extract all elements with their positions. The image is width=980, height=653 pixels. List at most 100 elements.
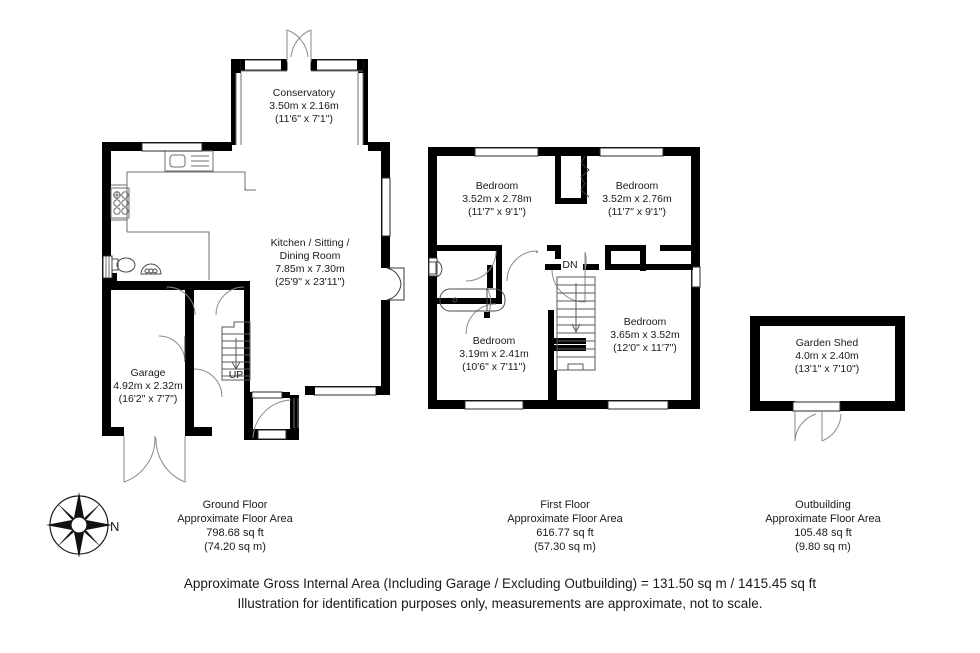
conservatory-wall-left: [231, 59, 236, 145]
ff-window-bottom-right: [607, 400, 669, 410]
ground-floor-windows: [141, 142, 391, 237]
compass-point-north: [74, 492, 84, 524]
ground-floor-internal-walls: [102, 255, 290, 399]
gf-pier-bottom-b: [376, 386, 390, 395]
first-floor-staircase: DN: [556, 259, 596, 371]
gf-pier-bottom-a: [305, 386, 315, 395]
compass-point-sw: [57, 529, 75, 547]
ff-stair-body: [556, 276, 596, 371]
bedroom1-dims-imperial: (11'7" x 9'1"): [468, 206, 526, 218]
bedroom2-dims-imperial: (11'7" x 9'1"): [608, 206, 666, 218]
ff-door-bed1-arc: [506, 250, 538, 282]
wc-basin-tap-1: [144, 268, 150, 274]
footer-disclaimer: Approximate Gross Internal Area (Includi…: [184, 576, 816, 611]
gf-wc-wall-stub: [111, 273, 117, 287]
kitchen-sink-bowl: [169, 154, 186, 168]
kitchen-fixtures: [110, 150, 256, 280]
compass-point-west: [46, 520, 78, 530]
gf-french-door-leaf-top: [386, 267, 402, 285]
gf-entry-door-arc: [252, 399, 292, 439]
gf-window-right-1: [381, 177, 391, 237]
ff-internal-wall-top-divider: [555, 156, 561, 204]
ff-wall-right-bed-stub-1: [605, 251, 611, 267]
ff-wardrobe-zigzag-2: [580, 182, 590, 198]
ff-wall-right-bed-side-2: [583, 264, 599, 270]
ff-window-top-right: [599, 147, 664, 157]
kitchen-dims-imperial: (25'9" x 23'11"): [275, 276, 345, 288]
stair-dn-label: DN: [562, 259, 577, 271]
shed-window-bottom: [792, 401, 841, 412]
ff-window-top-left: [474, 147, 539, 157]
shed-wall-top: [750, 316, 905, 326]
first-floor-plan: DN Bedroom 3.52m x 2.78m (11'7" x 9'1") …: [428, 147, 701, 410]
conservatory-pier-d: [357, 59, 363, 71]
first-floor-title: First Floor: [540, 499, 590, 511]
garden-shed-dims-metric: 4.0m x 2.40m: [795, 350, 859, 362]
wc-cistern-icon: [111, 258, 119, 271]
ff-door-landing-stub: [484, 312, 490, 318]
ff-landing-wall-left: [437, 245, 502, 251]
garage-door-leaf-left: [123, 436, 156, 483]
gf-stair-arrow-head: [231, 361, 241, 371]
gf-wall-entry-left: [244, 395, 253, 440]
ff-wall-left: [428, 147, 437, 409]
gf-hall-door-arc-2: [215, 286, 245, 316]
garage-wall-bottom-right: [185, 427, 212, 436]
bedroom2-name: Bedroom: [616, 180, 659, 192]
kitchen-counter-bottom: [127, 231, 210, 280]
ground-floor-area-sqft: 798.68 sq ft: [206, 527, 264, 539]
ff-stairwell-wall-left-upper: [487, 266, 493, 288]
garage-dims-metric: 4.92m x 2.32m: [113, 380, 183, 392]
ground-floor-plan: UP Conservatory 3.50m x 2.16m (11'6" x 7…: [102, 29, 405, 483]
ground-floor-title: Ground Floor: [203, 499, 268, 511]
shed-wall-left: [750, 316, 760, 411]
ff-wall-right-bed-side: [605, 264, 693, 270]
gf-entry-door-window: [257, 429, 287, 440]
kitchen-counter-top: [127, 171, 256, 191]
garage-wall-left: [102, 281, 111, 436]
gf-hall-bottom-opening: [251, 391, 283, 399]
ff-internal-wall-wardrobe: [555, 198, 587, 204]
footer-line-2: Illustration for identification purposes…: [237, 596, 762, 611]
wc-basin-icon: [140, 263, 162, 275]
gf-wc-window: [102, 255, 113, 279]
ff-stair-bottom-break: [557, 363, 595, 371]
ff-internal-wall-top-divider-2: [581, 156, 587, 204]
kitchen-hob-ring-3: [113, 199, 121, 207]
garage-dims-imperial: (16'2" x 7'7"): [119, 393, 178, 405]
garage-wall-right: [185, 290, 194, 436]
kitchen-hob-ring-5: [113, 207, 121, 215]
ff-bathroom-wall-bottom: [437, 298, 502, 304]
ff-stair-arrow-head: [571, 323, 581, 334]
gf-wall-left-upper: [102, 142, 111, 282]
ff-door-bed4-arc: [465, 303, 497, 335]
ff-wardrobe-zigzag-1: [580, 155, 590, 185]
conservatory-window-top-left: [240, 59, 288, 71]
outbuilding-plan: Garden Shed 4.0m x 2.40m (13'1" x 7'10"): [750, 316, 905, 442]
conservatory-pier-b: [281, 59, 287, 71]
ff-basin-bowl-icon: [436, 260, 443, 278]
compass-point-east: [80, 520, 112, 530]
compass-point-ne: [83, 503, 101, 521]
gf-stair-top-break: [221, 321, 251, 334]
compass-point-se: [83, 529, 101, 547]
kitchen-hob-ring-6: [121, 207, 129, 215]
first-floor-area-summary: First Floor Approximate Floor Area 616.7…: [507, 499, 623, 553]
bedroom4-name: Bedroom: [473, 335, 516, 347]
gf-window-top-1: [141, 142, 203, 152]
garage-wall-bottom-left: [102, 427, 124, 436]
bedroom4-dims-imperial: (10'6" x 7'11"): [462, 361, 526, 373]
garden-shed-dims-imperial: (13'1" x 7'10"): [795, 363, 860, 375]
bedroom3-name: Bedroom: [624, 316, 667, 328]
ff-landing-wall-center-stub: [555, 245, 561, 259]
garage-name: Garage: [130, 367, 165, 379]
gf-internal-wall-stair: [244, 281, 250, 396]
conservatory-window-top-right: [310, 59, 364, 71]
kitchen-hob-ring-4: [121, 199, 129, 207]
first-floor-area-sqft: 616.77 sq ft: [536, 527, 594, 539]
ff-window-bottom-left: [464, 400, 524, 410]
outbuilding-title: Outbuilding: [795, 499, 851, 511]
ff-wall-top: [428, 147, 700, 156]
ff-basin-cistern-icon: [428, 261, 437, 275]
gf-hall-door-arc-3: [193, 368, 223, 398]
